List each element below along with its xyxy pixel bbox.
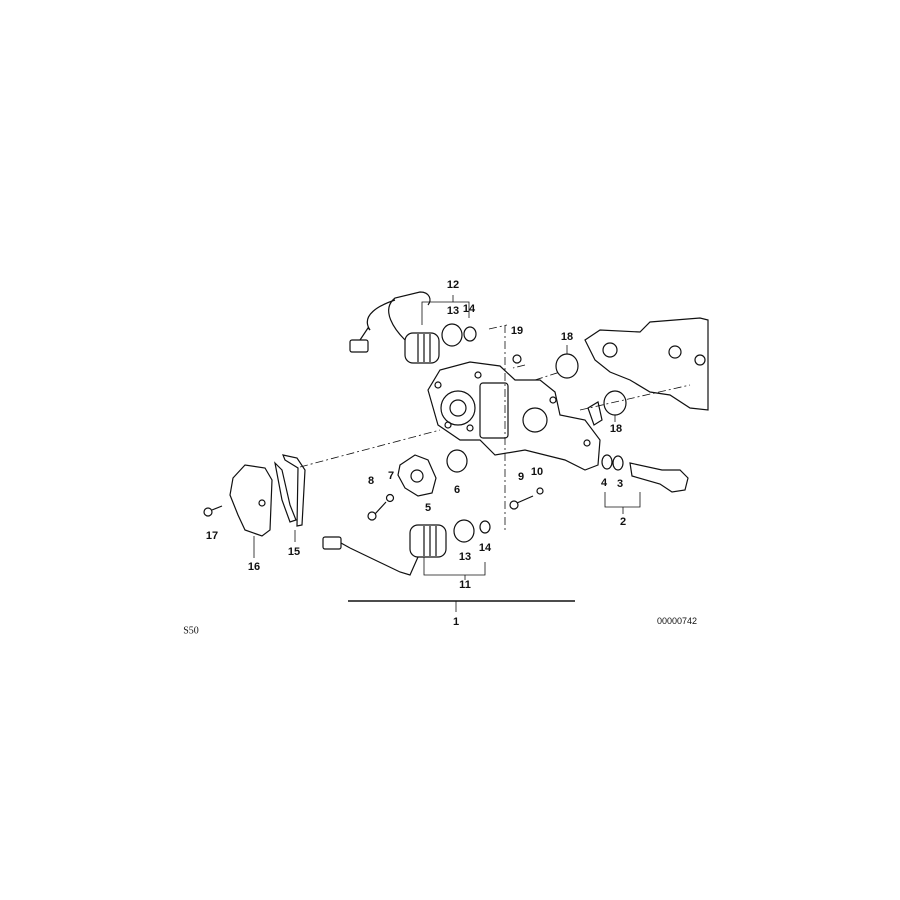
bolt-9 [509, 495, 534, 510]
callout-8: 8 [367, 475, 375, 487]
callout-19: 19 [510, 325, 524, 337]
bolt-8 [367, 501, 387, 521]
ring-4 [601, 454, 613, 470]
callout-13-bottom: 13 [458, 551, 472, 563]
callout-1: 1 [452, 616, 460, 628]
callout-3: 3 [616, 478, 624, 490]
callout-13-top: 13 [446, 305, 460, 317]
callout-5: 5 [424, 502, 432, 514]
callout-12: 12 [446, 279, 460, 291]
washer-7 [385, 493, 395, 503]
o-ring-13-bottom [453, 519, 475, 543]
solenoid-top [349, 291, 440, 364]
flange-5 [397, 454, 437, 497]
o-ring-13-top [441, 323, 463, 347]
callout-7: 7 [387, 470, 395, 482]
callout-17: 17 [205, 530, 219, 542]
seal-14-bottom [479, 520, 491, 534]
diagram-number: 00000742 [656, 616, 698, 626]
solenoid-bottom [322, 524, 447, 576]
callout-2: 2 [619, 516, 627, 528]
seal-14-top [463, 326, 477, 342]
callout-16: 16 [247, 561, 261, 573]
callout-18-right: 18 [609, 423, 623, 435]
callout-18-top: 18 [560, 331, 574, 343]
washer-10 [536, 487, 544, 495]
callout-9: 9 [517, 471, 525, 483]
cover-16 [229, 464, 273, 537]
bolt-17 [203, 505, 223, 517]
ring-3 [612, 455, 624, 471]
adjuster-2 [629, 462, 689, 493]
callout-6: 6 [453, 484, 461, 496]
callout-11: 11 [459, 579, 471, 591]
o-ring-6 [446, 449, 468, 473]
vanos-housing [427, 361, 601, 471]
o-ring-18-right [603, 390, 627, 416]
alignment-lines [299, 324, 691, 530]
housing-bolts [434, 371, 591, 447]
o-ring-18-top [555, 353, 579, 379]
callout-14-top: 14 [462, 303, 476, 315]
callout-15: 15 [287, 546, 301, 558]
washer-19 [512, 354, 522, 364]
callout-4: 4 [600, 477, 608, 489]
cylinder-head [584, 317, 709, 411]
leader-lines [253, 295, 641, 612]
callout-10: 10 [530, 466, 544, 478]
model-code: S50 [183, 625, 199, 637]
gasket-15 [274, 461, 297, 523]
callout-14-bottom: 14 [478, 542, 492, 554]
